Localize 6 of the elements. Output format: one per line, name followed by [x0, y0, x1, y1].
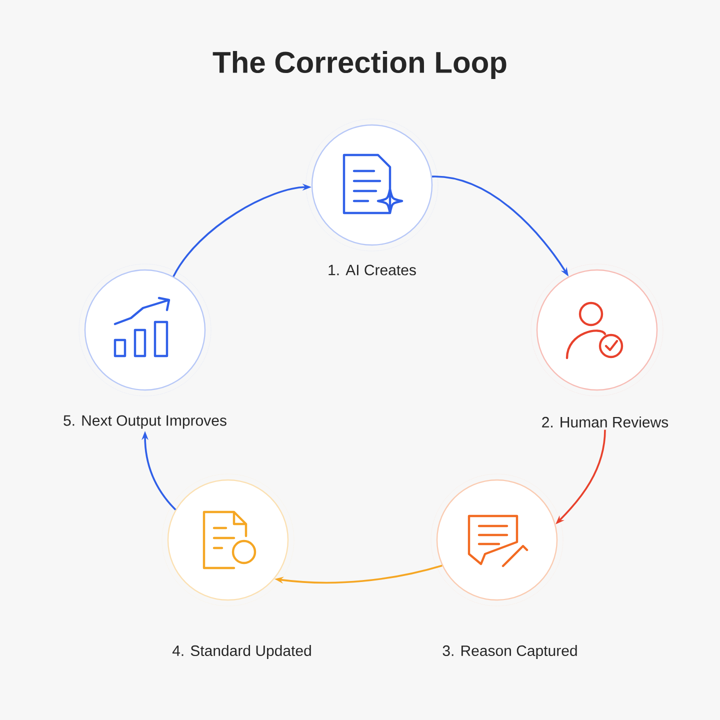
step-label: 3. Reason Captured [442, 645, 577, 659]
step-label: 1. AI Creates [328, 264, 416, 276]
step-label: 4. Standard Updated [172, 645, 311, 659]
step-label: 2. Human Reviews [542, 416, 668, 428]
step-label: 5. Next Output Improves [64, 415, 226, 429]
title: The Correction Loop [212, 51, 506, 79]
